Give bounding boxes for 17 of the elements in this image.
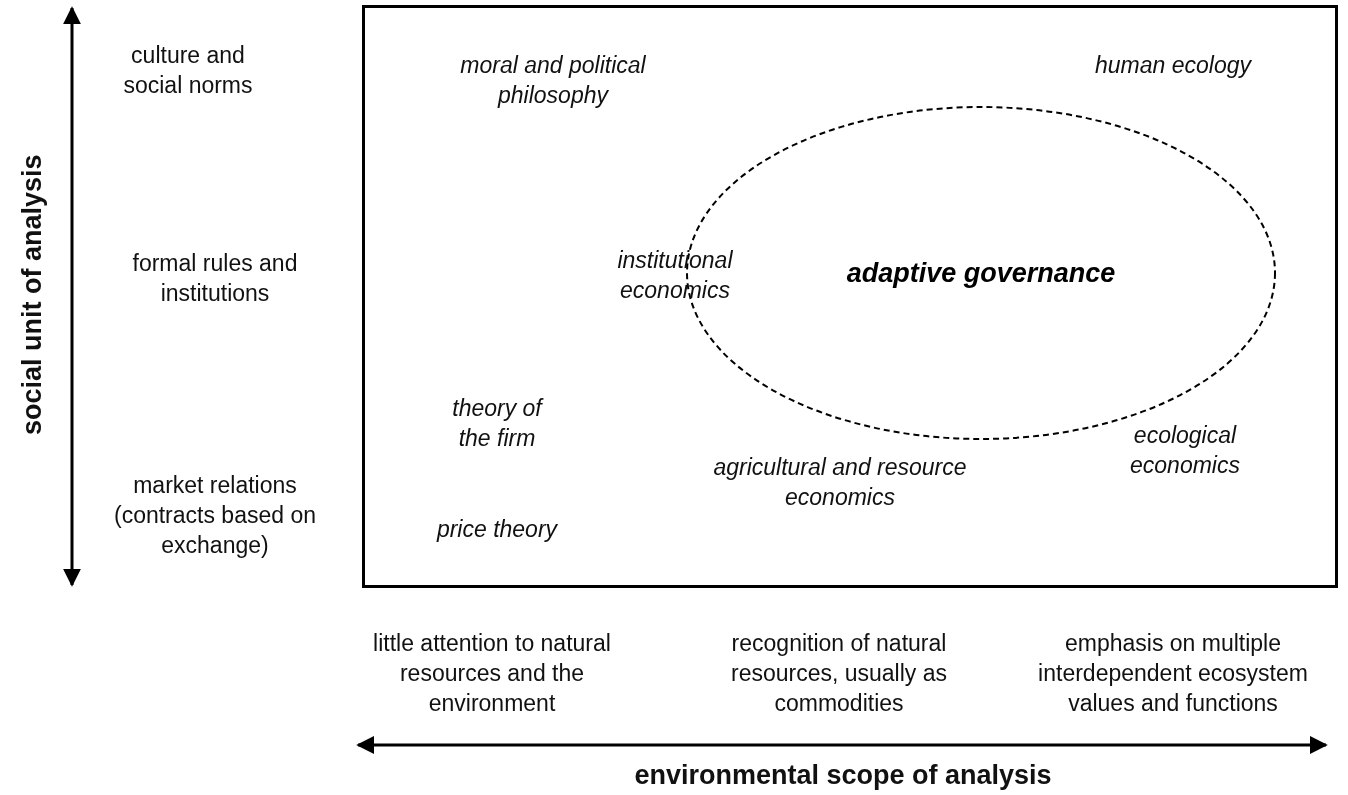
row-label: culture and social norms: [122, 41, 254, 100]
frame-box: [362, 5, 1338, 588]
field-label: institutional economics: [616, 246, 734, 305]
row-label: market relations (contracts based on exchange): [113, 471, 317, 560]
column-label: emphasis on multiple interdependent ecosystem values and functions: [1037, 629, 1309, 718]
field-label: moral and political philosophy: [459, 51, 647, 110]
column-label: recognition of natural resources, usually as commodities: [729, 629, 948, 718]
field-label: ecological economics: [1129, 421, 1241, 480]
row-label: formal rules and institutions: [131, 249, 299, 308]
column-label: little attention to natural resources and the environment: [372, 629, 612, 718]
axis-title: environmental scope of analysis: [633, 760, 1053, 790]
field-label: agricultural and resource economics: [712, 453, 968, 512]
field-label: theory of the firm: [451, 394, 545, 453]
ellipse-label: adaptive governance: [846, 257, 1116, 289]
field-label: price theory: [435, 515, 559, 544]
axis-title: social unit of analysis: [17, 153, 47, 438]
field-label: human ecology: [1094, 51, 1253, 80]
